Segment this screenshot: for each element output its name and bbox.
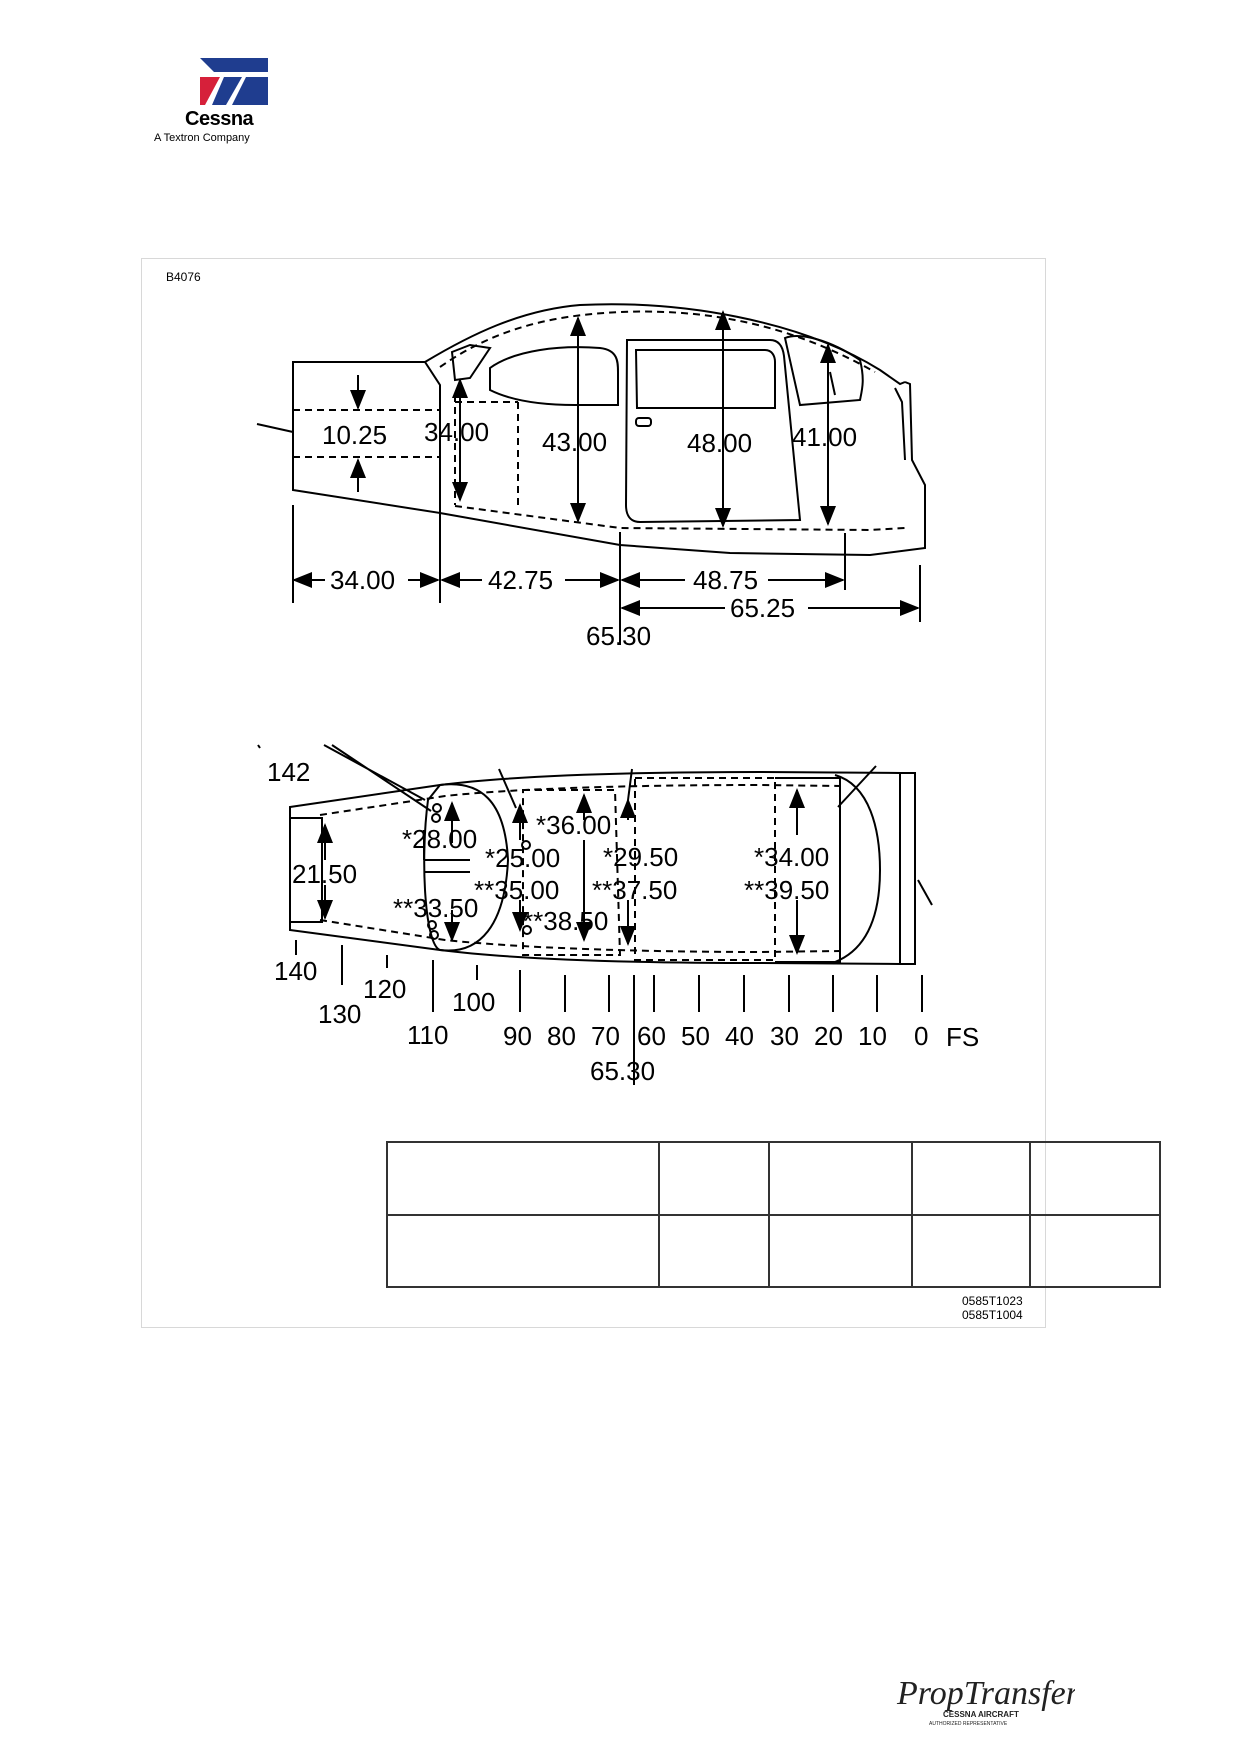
height-label-10-25: 10.25 xyxy=(322,420,387,450)
height-label-34-00: 34.00 xyxy=(424,417,489,447)
side-view-labels: 10.25 34.00 43.00 48.00 41.00 34.00 42.7… xyxy=(322,417,857,651)
table-row xyxy=(386,1213,1161,1288)
figure-codes: 0585T1023 0585T1004 xyxy=(962,1294,1023,1322)
width-label-35-00: **35.00 xyxy=(474,875,559,905)
width-label-39-50: **39.50 xyxy=(744,875,829,905)
figure-id: B4076 xyxy=(166,270,201,284)
width-label-37-50: **37.50 xyxy=(592,875,677,905)
length-label-42-75: 42.75 xyxy=(488,565,553,595)
station-label-130: 130 xyxy=(318,999,361,1029)
fuselage-station-axis-label: FS xyxy=(946,1022,979,1052)
watermark-script: PropTransfer xyxy=(896,1675,1075,1712)
height-label-43-00: 43.00 xyxy=(542,427,607,457)
watermark-sub2: AUTHORIZED REPRESENTATIVE xyxy=(929,1721,1008,1727)
watermark-sub1: CESSNA AIRCRAFT xyxy=(943,1710,1019,1719)
figure-frame xyxy=(141,258,1046,1328)
length-label-65-25: 65.25 xyxy=(730,593,795,623)
station-label-70: 70 xyxy=(591,1021,620,1051)
station-label-60: 60 xyxy=(637,1021,666,1051)
length-label-48-75: 48.75 xyxy=(693,565,758,595)
station-label-120: 120 xyxy=(363,974,406,1004)
width-label-21-50: 21.50 xyxy=(292,859,357,889)
brand-tagline: A Textron Company xyxy=(154,132,250,144)
length-label-34-00: 34.00 xyxy=(330,565,395,595)
width-label-25-00: *25.00 xyxy=(485,843,560,873)
width-label-36-00: *36.00 xyxy=(536,810,611,840)
station-label-40: 40 xyxy=(725,1021,754,1051)
notes-table xyxy=(386,1141,1161,1288)
station-label-65-30: 65.30 xyxy=(586,621,651,651)
station-label-142: 142 xyxy=(267,757,310,787)
height-label-41-00: 41.00 xyxy=(792,422,857,452)
station-label-10: 10 xyxy=(858,1021,887,1051)
width-label-28-00: *28.00 xyxy=(402,824,477,854)
station-label-90: 90 xyxy=(503,1021,532,1051)
cabin-dimensions-diagram: 10.25 34.00 43.00 48.00 41.00 34.00 42.7… xyxy=(256,303,979,1086)
station-label-30: 30 xyxy=(770,1021,799,1051)
height-label-48-00: 48.00 xyxy=(687,428,752,458)
figure-code: 0585T1004 xyxy=(962,1308,1023,1322)
width-label-33-50: **33.50 xyxy=(393,893,478,923)
station-ticks xyxy=(295,940,923,1085)
cessna-logo xyxy=(200,58,268,105)
station-label-80: 80 xyxy=(547,1021,576,1051)
table-row xyxy=(386,1141,1161,1216)
station-label-20: 20 xyxy=(814,1021,843,1051)
top-view-labels: 142 21.50 *28.00 *25.00 *36.00 *29.50 *3… xyxy=(267,757,979,1086)
side-view-dimension-arrows xyxy=(292,310,920,616)
width-label-29-50: *29.50 xyxy=(603,842,678,872)
station-label-0: 0 xyxy=(914,1021,928,1051)
station-label-110: 110 xyxy=(407,1020,448,1050)
top-view-dimension-arrows xyxy=(317,788,805,955)
station-label-100: 100 xyxy=(452,987,495,1017)
station-label-50: 50 xyxy=(681,1021,710,1051)
figure-code: 0585T1023 xyxy=(962,1294,1023,1308)
proptransfer-watermark: PropTransfer CESSNA AIRCRAFT AUTHORIZED … xyxy=(896,1675,1075,1727)
width-label-38-50: **38.50 xyxy=(523,906,608,936)
station-label-140: 140 xyxy=(274,956,317,986)
station-label-65-30-top: 65.30 xyxy=(590,1056,655,1086)
width-label-34-00: *34.00 xyxy=(754,842,829,872)
brand-name: Cessna xyxy=(185,108,254,130)
